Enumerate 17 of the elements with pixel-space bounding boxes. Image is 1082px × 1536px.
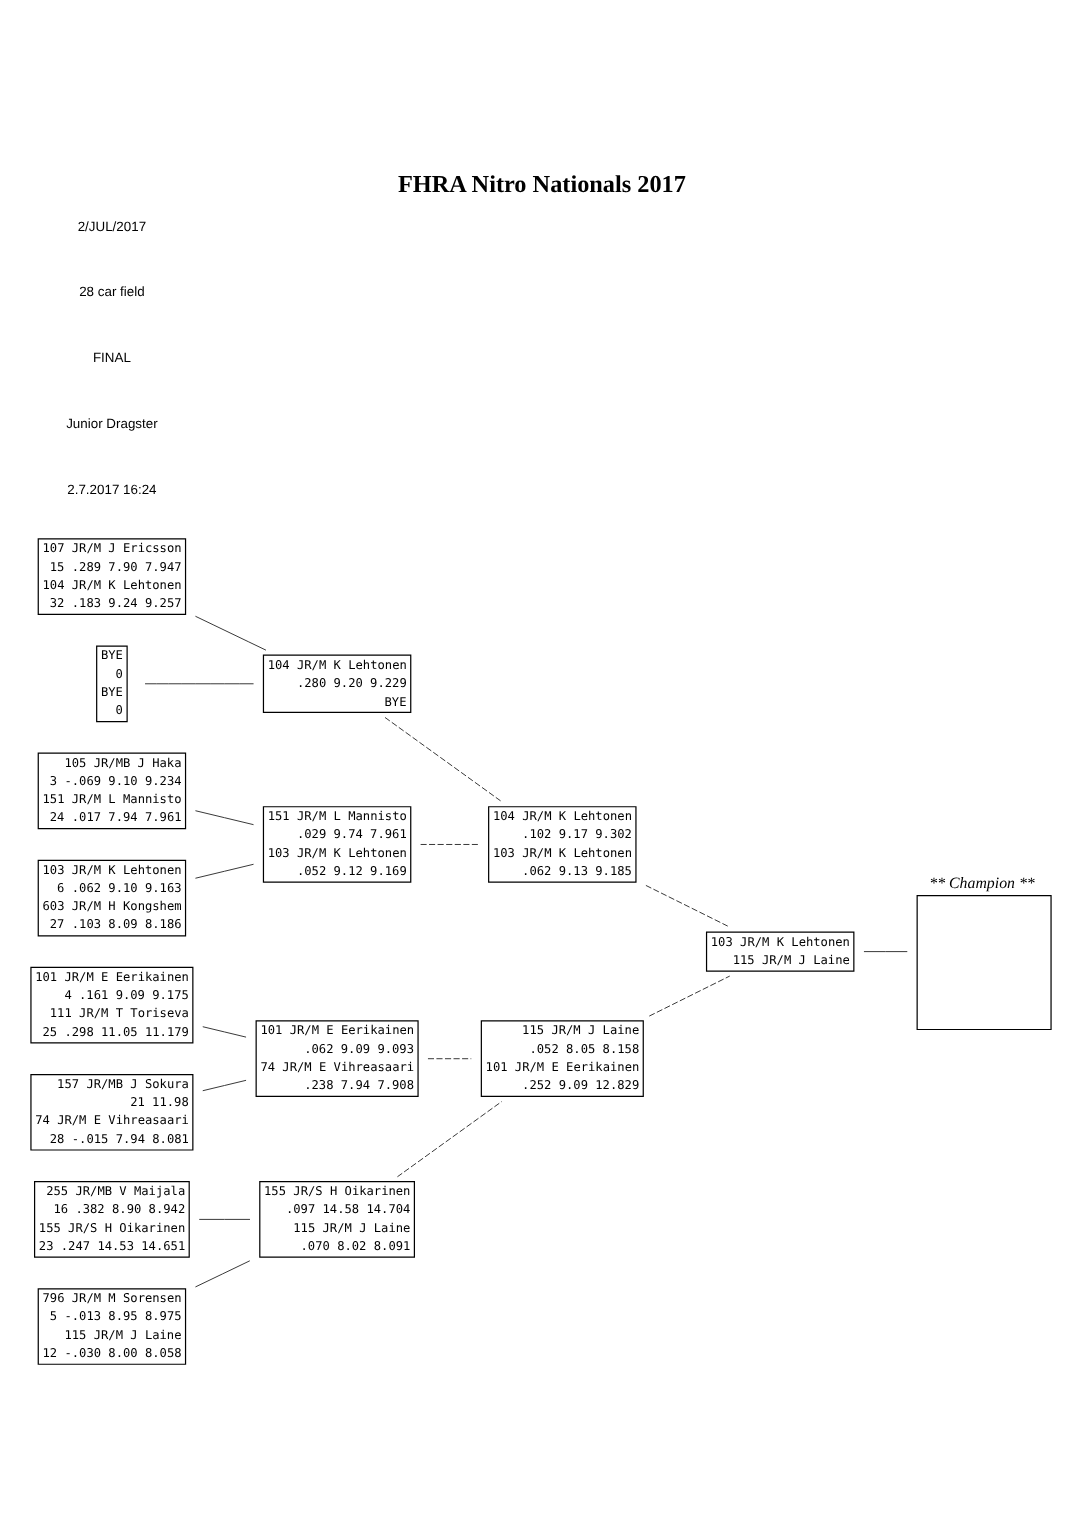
connector xyxy=(202,1025,247,1037)
node-box xyxy=(916,894,1052,1030)
connector xyxy=(648,974,731,1016)
connector xyxy=(420,843,480,844)
connector xyxy=(194,809,254,825)
diagram-title: FHRA Nitro Nationals 2017 xyxy=(397,169,686,197)
connector xyxy=(427,1057,472,1059)
connector xyxy=(194,614,267,650)
connector xyxy=(194,862,254,878)
connector xyxy=(645,883,731,927)
connector xyxy=(194,1259,251,1287)
connector xyxy=(202,1078,247,1091)
connector xyxy=(384,716,503,802)
connector xyxy=(863,950,908,952)
connector xyxy=(396,1100,503,1177)
connector xyxy=(144,682,255,684)
connector xyxy=(198,1217,251,1219)
